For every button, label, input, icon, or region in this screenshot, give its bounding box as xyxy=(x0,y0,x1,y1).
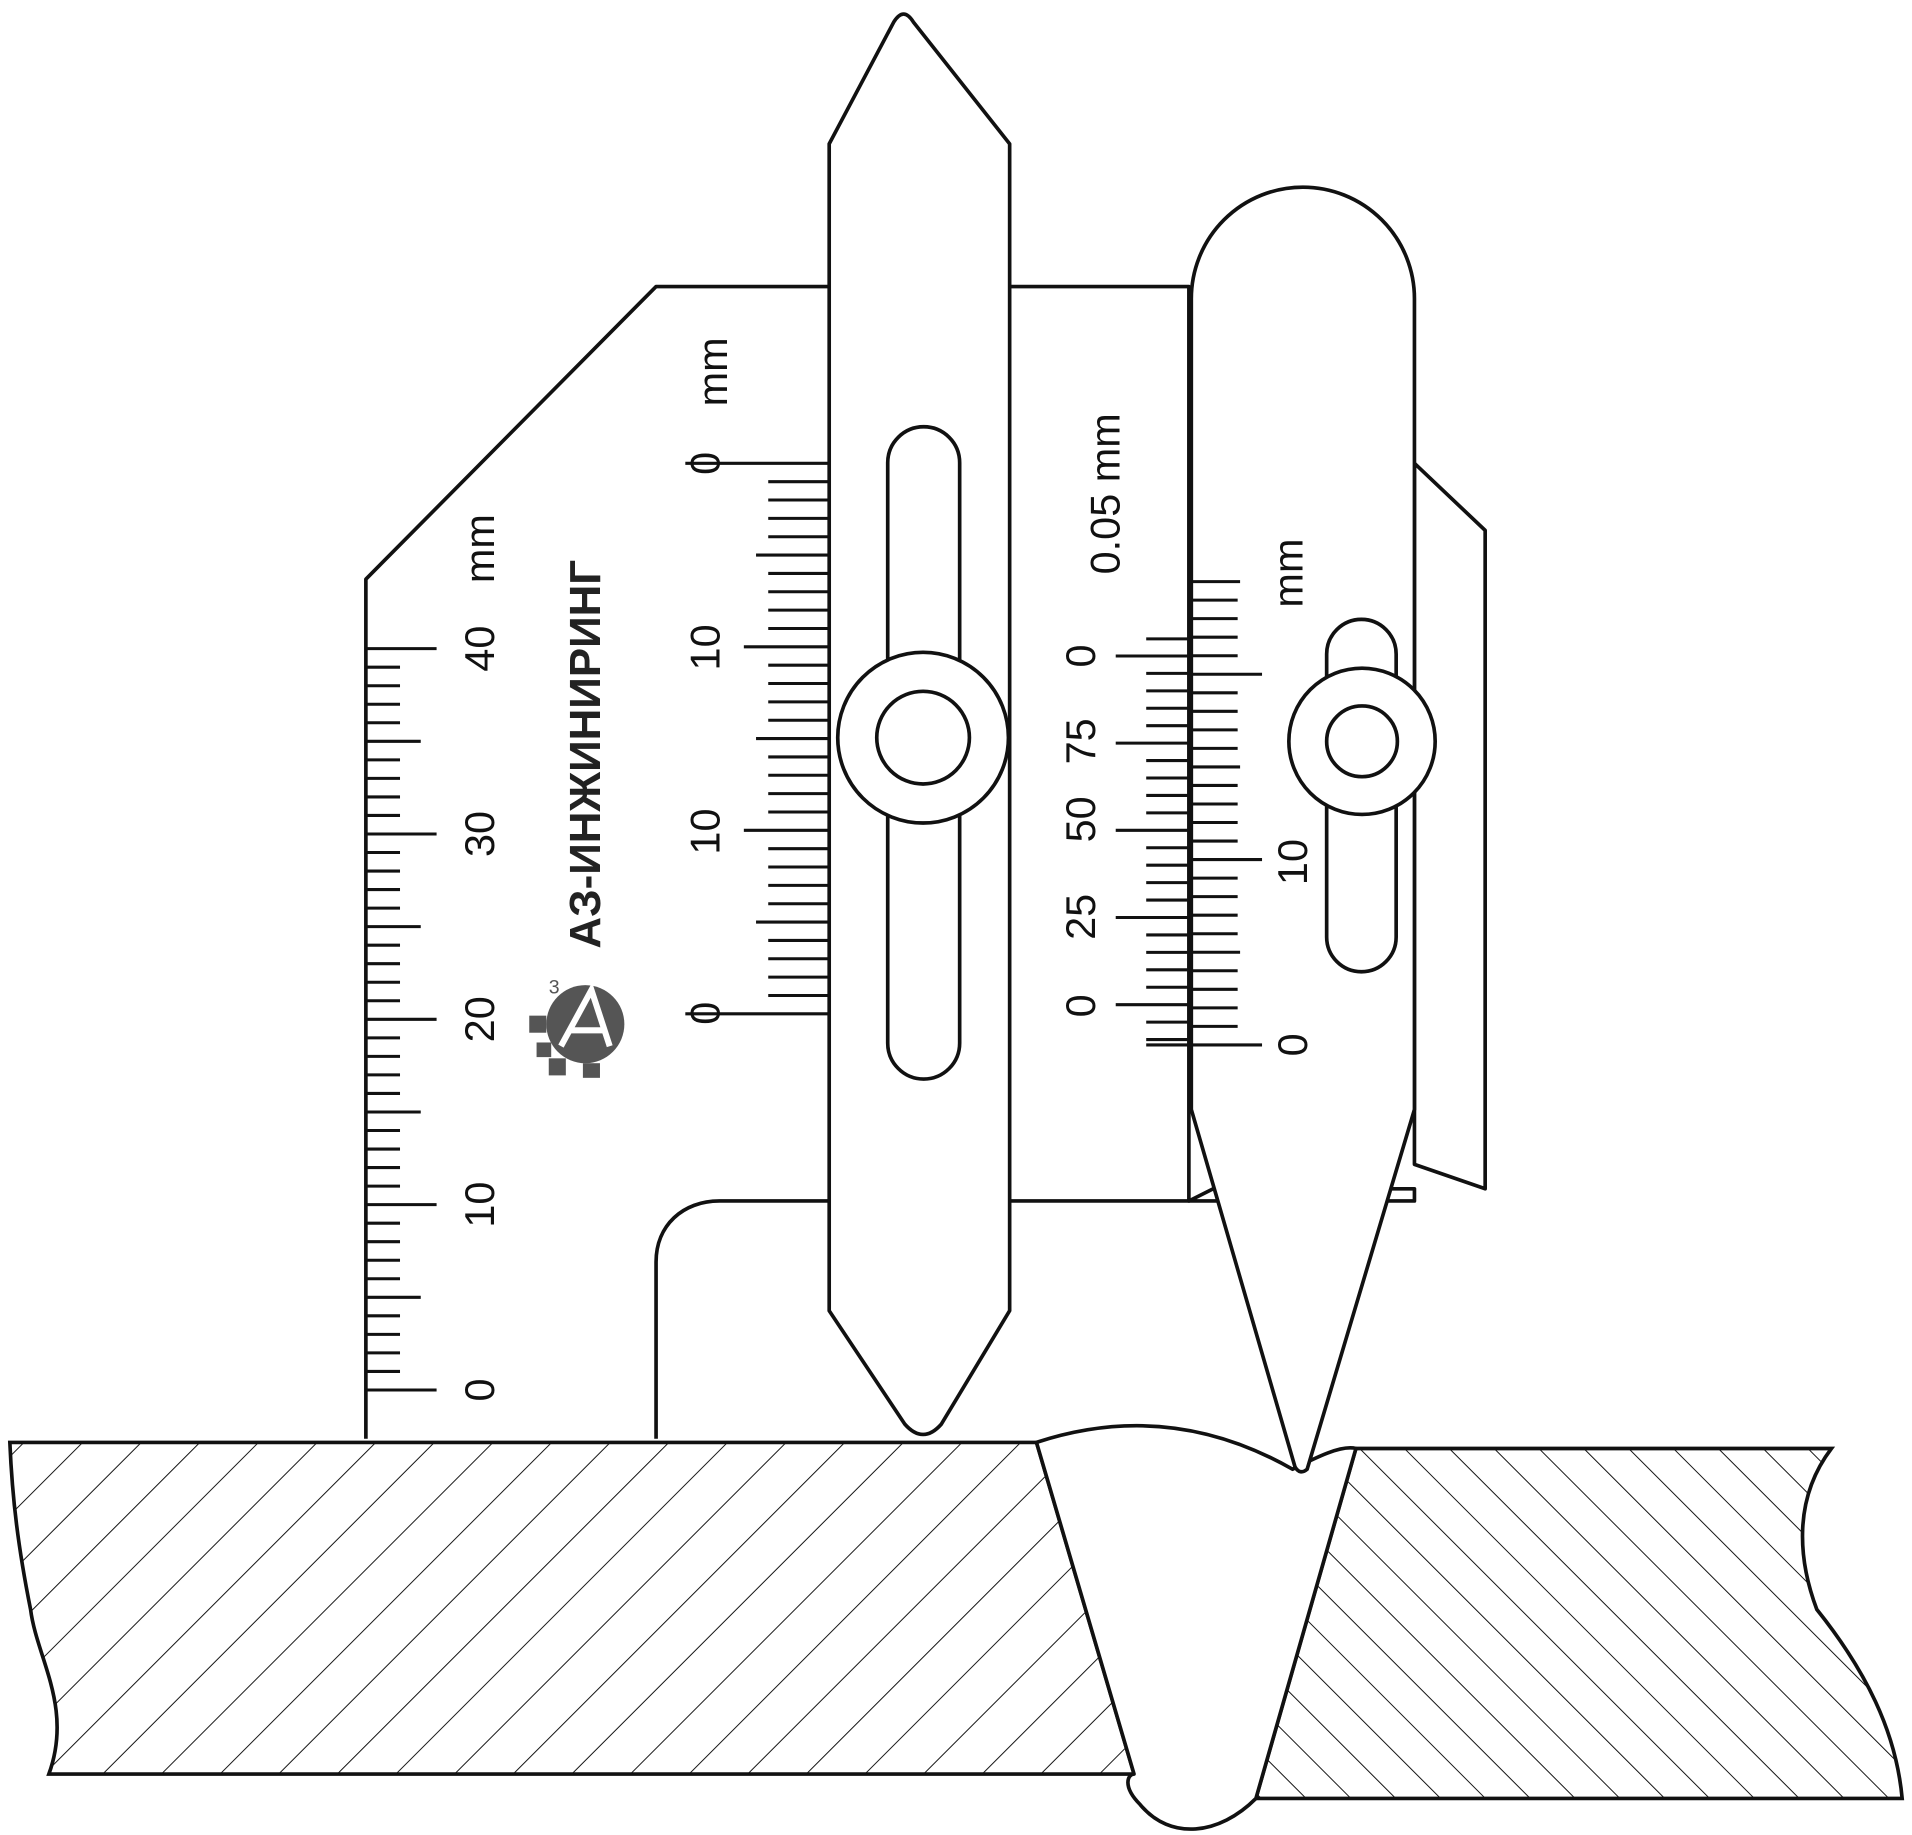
left-unit: mm xyxy=(456,514,503,583)
brand-logo: 3 xyxy=(529,977,625,1078)
left-label-40: 40 xyxy=(456,626,503,672)
vernier-label-25: 25 xyxy=(1057,894,1104,940)
right-label-0: 0 xyxy=(1269,1033,1316,1056)
center-label-bottom-10: 10 xyxy=(681,808,728,854)
height-lock-knob[interactable] xyxy=(835,650,1011,825)
left-label-20: 20 xyxy=(456,996,503,1042)
brand-name: АЗ-ИНЖИНИРИНГ xyxy=(561,560,610,949)
weld-bead xyxy=(1034,1423,1358,1831)
vernier-unit: 0.05 mm xyxy=(1081,413,1128,574)
center-label-top-10: 10 xyxy=(681,624,728,670)
left-ruler-labels: 0 10 20 30 40 mm xyxy=(456,514,503,1401)
center-unit: mm xyxy=(689,337,736,406)
right-plate xyxy=(1253,1446,1905,1801)
vernier-ticks xyxy=(1115,637,1192,1047)
right-label-10: 10 xyxy=(1269,839,1316,885)
left-plate xyxy=(7,1440,1137,1776)
left-ruler-ticks xyxy=(365,647,437,1392)
vernier-label-0-top: 0 xyxy=(1057,644,1104,667)
left-label-10: 10 xyxy=(456,1182,503,1228)
vernier-labels: 0 75 50 25 0 0.05 mm xyxy=(1057,413,1128,1017)
vernier-label-75: 75 xyxy=(1057,718,1104,764)
right-scale-labels: 0 10 mm xyxy=(1264,539,1316,1057)
right-scale-ticks xyxy=(1191,580,1263,1047)
left-label-30: 30 xyxy=(456,811,503,857)
center-label-top-0: 0 xyxy=(681,452,728,475)
right-blade-backplate xyxy=(1412,461,1487,1191)
workpiece xyxy=(7,1423,1905,1831)
vernier-label-0-bottom: 0 xyxy=(1057,994,1104,1017)
logo-superscript: 3 xyxy=(549,977,560,999)
left-label-0: 0 xyxy=(456,1378,503,1401)
pointer-blade xyxy=(1189,185,1417,1474)
right-unit: mm xyxy=(1264,539,1311,608)
gauge-body xyxy=(364,284,1191,1439)
center-label-bottom-0: 0 xyxy=(681,1002,728,1025)
vernier-label-50: 50 xyxy=(1057,796,1104,842)
pointer-lock-knob[interactable] xyxy=(1287,666,1438,817)
center-scale-labels: 0 10 10 0 mm xyxy=(681,337,735,1024)
